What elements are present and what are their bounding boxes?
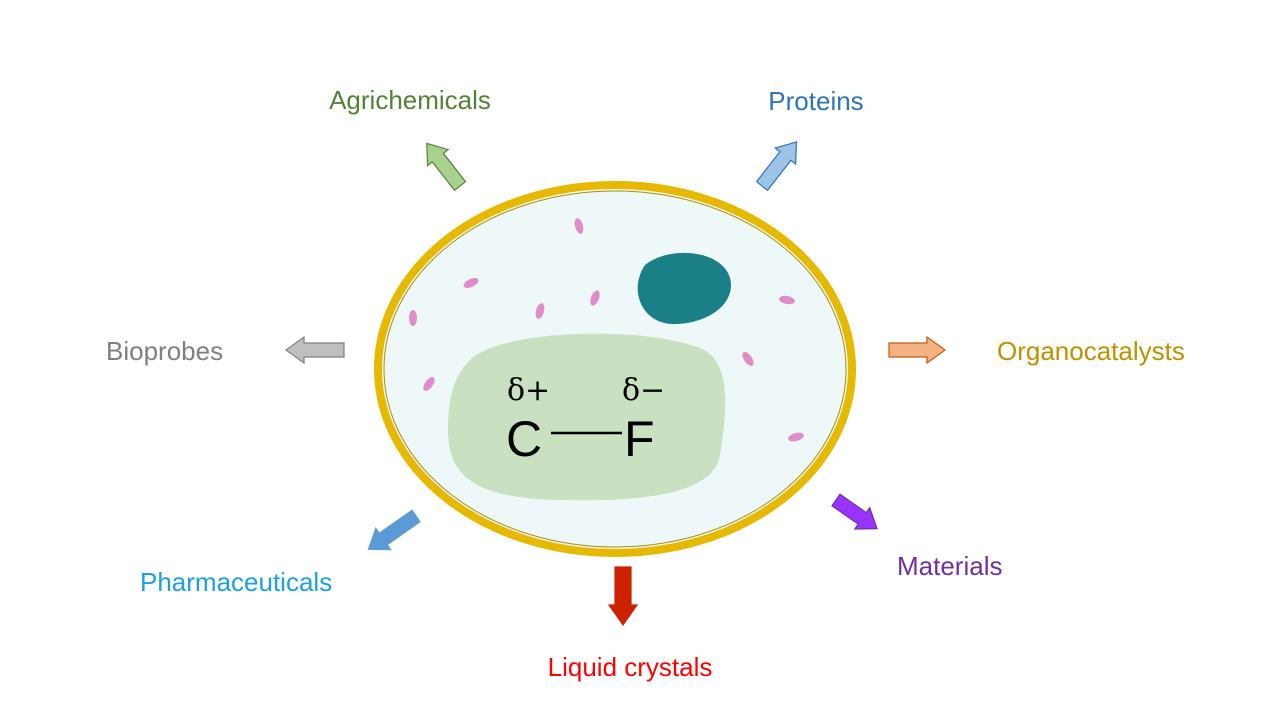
liquid-crystals-label: Liquid crystals	[547, 652, 713, 682]
atom-left-label: C	[506, 411, 543, 467]
vesicle	[423, 377, 435, 391]
bioprobes-label: Bioprobes	[106, 336, 224, 366]
organocatalysts-arrow	[888, 335, 947, 365]
nucleus	[448, 333, 726, 501]
vesicle	[742, 352, 754, 366]
materials-label: Materials	[897, 551, 1003, 581]
agrichemicals-arrow	[426, 142, 467, 192]
vesicle	[788, 432, 804, 442]
proteins-arrow	[755, 141, 798, 192]
vesicle	[535, 303, 545, 319]
vesicle	[463, 278, 479, 288]
vesicle	[590, 290, 600, 306]
vesicle	[574, 218, 584, 234]
atom-right-label: F	[624, 411, 655, 467]
pharmaceuticals-label: Pharmaceuticals	[140, 567, 333, 597]
proteins-label: Proteins	[768, 86, 864, 116]
vesicle	[779, 295, 795, 305]
liquid-crystals-arrow	[607, 566, 639, 627]
vesicles	[409, 218, 804, 442]
cell-membrane-inner-line	[383, 190, 847, 548]
agrichemicals-label: Agrichemicals	[329, 85, 491, 115]
organelle	[637, 252, 731, 325]
materials-arrow	[831, 493, 878, 530]
charge-left-label: δ+	[507, 373, 551, 408]
pharmaceuticals-arrow	[367, 509, 421, 551]
charge-right-label: δ−	[622, 373, 666, 408]
vesicle	[409, 310, 417, 326]
arrows	[284, 141, 947, 627]
organocatalysts-label: Organocatalysts	[997, 336, 1185, 366]
bioprobes-arrow	[284, 335, 345, 365]
